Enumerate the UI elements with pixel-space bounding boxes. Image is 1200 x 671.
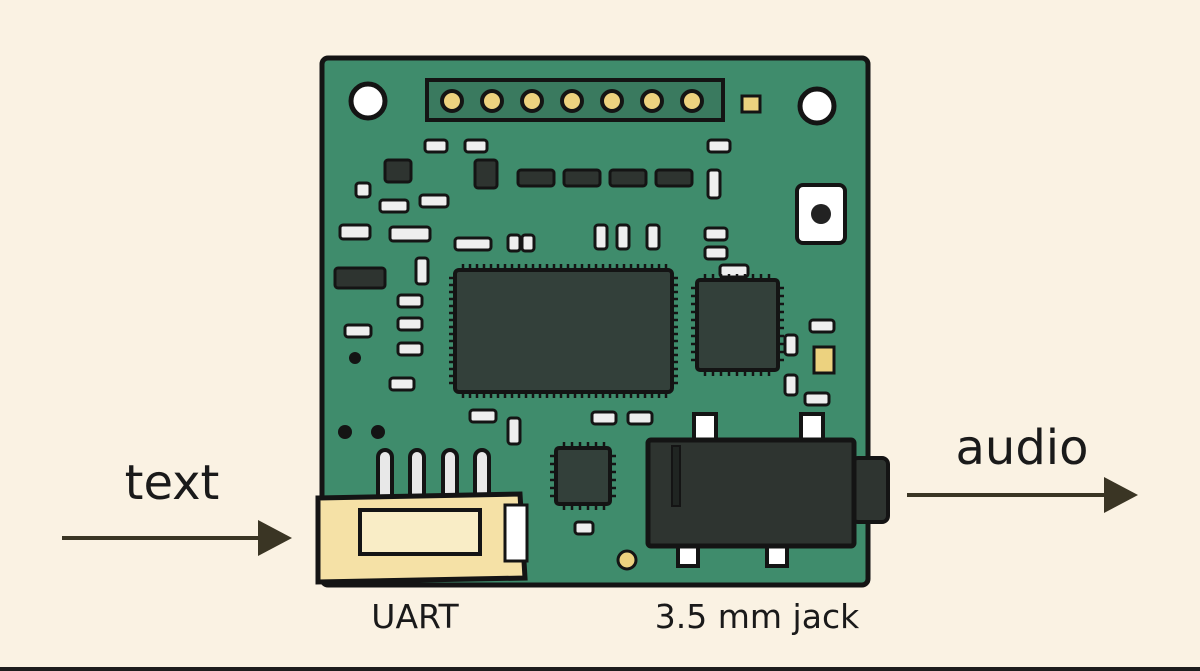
smd-resistor (468, 408, 498, 424)
header-pin (680, 89, 704, 113)
via (338, 425, 352, 439)
transistor (516, 168, 556, 188)
smd-resistor (520, 233, 536, 253)
smd-resistor (803, 391, 831, 407)
small-chip (550, 442, 616, 510)
smd-resistor (396, 293, 424, 309)
smd-resistor (626, 410, 654, 426)
smd-resistor (783, 333, 799, 357)
smd-resistor (645, 223, 661, 251)
transistor (654, 168, 694, 188)
mounting-hole (797, 86, 837, 126)
header-pin (600, 89, 624, 113)
header-pin (480, 89, 504, 113)
jack-label: 3.5 mm jack (654, 597, 860, 636)
via (371, 425, 385, 439)
smd-resistor (703, 245, 729, 261)
header-pin (520, 89, 544, 113)
smd-resistor (615, 223, 631, 251)
smd-resistor (808, 318, 836, 334)
smd-resistor (573, 520, 595, 536)
smd-resistor (343, 323, 373, 339)
smd-resistor (396, 316, 424, 332)
uart-label: UART (371, 597, 459, 636)
smd-resistor (418, 193, 450, 209)
smd-resistor (703, 226, 729, 242)
capacitor (812, 345, 836, 375)
smd-resistor (506, 416, 522, 446)
smd-resistor (396, 341, 424, 357)
output-arrow (907, 477, 1138, 513)
audio-jack (645, 412, 890, 568)
transistor (333, 266, 387, 290)
smd-resistor (706, 138, 732, 154)
input-arrow (62, 520, 292, 556)
codec-chip (691, 274, 784, 376)
smd-resistor (506, 233, 522, 253)
smd-resistor (706, 168, 722, 200)
smd-resistor (414, 256, 430, 286)
test-pad (616, 549, 638, 571)
smd-resistor (354, 181, 372, 199)
smd-components (333, 138, 836, 536)
header-pin (640, 89, 664, 113)
smd-resistor (718, 263, 750, 279)
smd-resistor (453, 236, 493, 252)
header-pin (560, 89, 584, 113)
transistor (562, 168, 602, 188)
mounting-hole (348, 81, 388, 121)
smd-pad (740, 94, 762, 114)
uart-connector[interactable] (315, 448, 529, 585)
smd-resistor (423, 138, 449, 154)
smd-resistor (338, 223, 372, 241)
input-label: text (124, 455, 220, 511)
bottom-border (0, 667, 1200, 671)
main-chip (449, 264, 678, 398)
header-pin (440, 89, 464, 113)
smd-resistor (388, 376, 416, 392)
transistor (608, 168, 648, 188)
transistor (473, 158, 499, 190)
smd-resistor (378, 198, 410, 214)
header-pins (440, 89, 704, 113)
smd-resistor (388, 225, 432, 243)
smd-resistor (590, 410, 618, 426)
smd-resistor (783, 373, 799, 397)
via (349, 352, 361, 364)
output-label: audio (955, 420, 1089, 476)
smd-resistor (593, 223, 609, 251)
smd-resistor (463, 138, 489, 154)
reset-button[interactable] (795, 183, 847, 245)
transistor (383, 158, 413, 184)
